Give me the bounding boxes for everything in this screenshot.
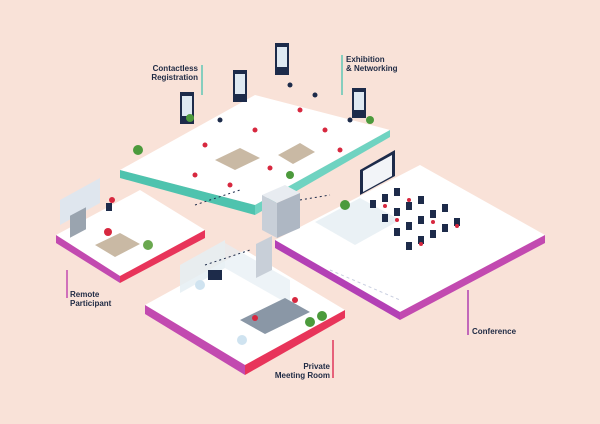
label-remote-participant: Remote Participant xyxy=(70,290,112,308)
label-contactless-registration: Contactless Registration xyxy=(151,64,198,82)
remote-participant-platform xyxy=(56,178,205,283)
elevator-core xyxy=(256,185,300,278)
connector-lines xyxy=(194,189,331,266)
label-conference: Conference xyxy=(472,327,517,336)
audience-seating xyxy=(370,188,460,250)
meeting-room-platform xyxy=(145,240,345,375)
label-private-meeting-room: Private Meeting Room xyxy=(274,362,330,380)
conference-platform xyxy=(275,150,545,320)
label-exhibition-networking: Exhibition & Networking xyxy=(346,55,398,73)
registration-exhibition-platform xyxy=(120,43,390,215)
